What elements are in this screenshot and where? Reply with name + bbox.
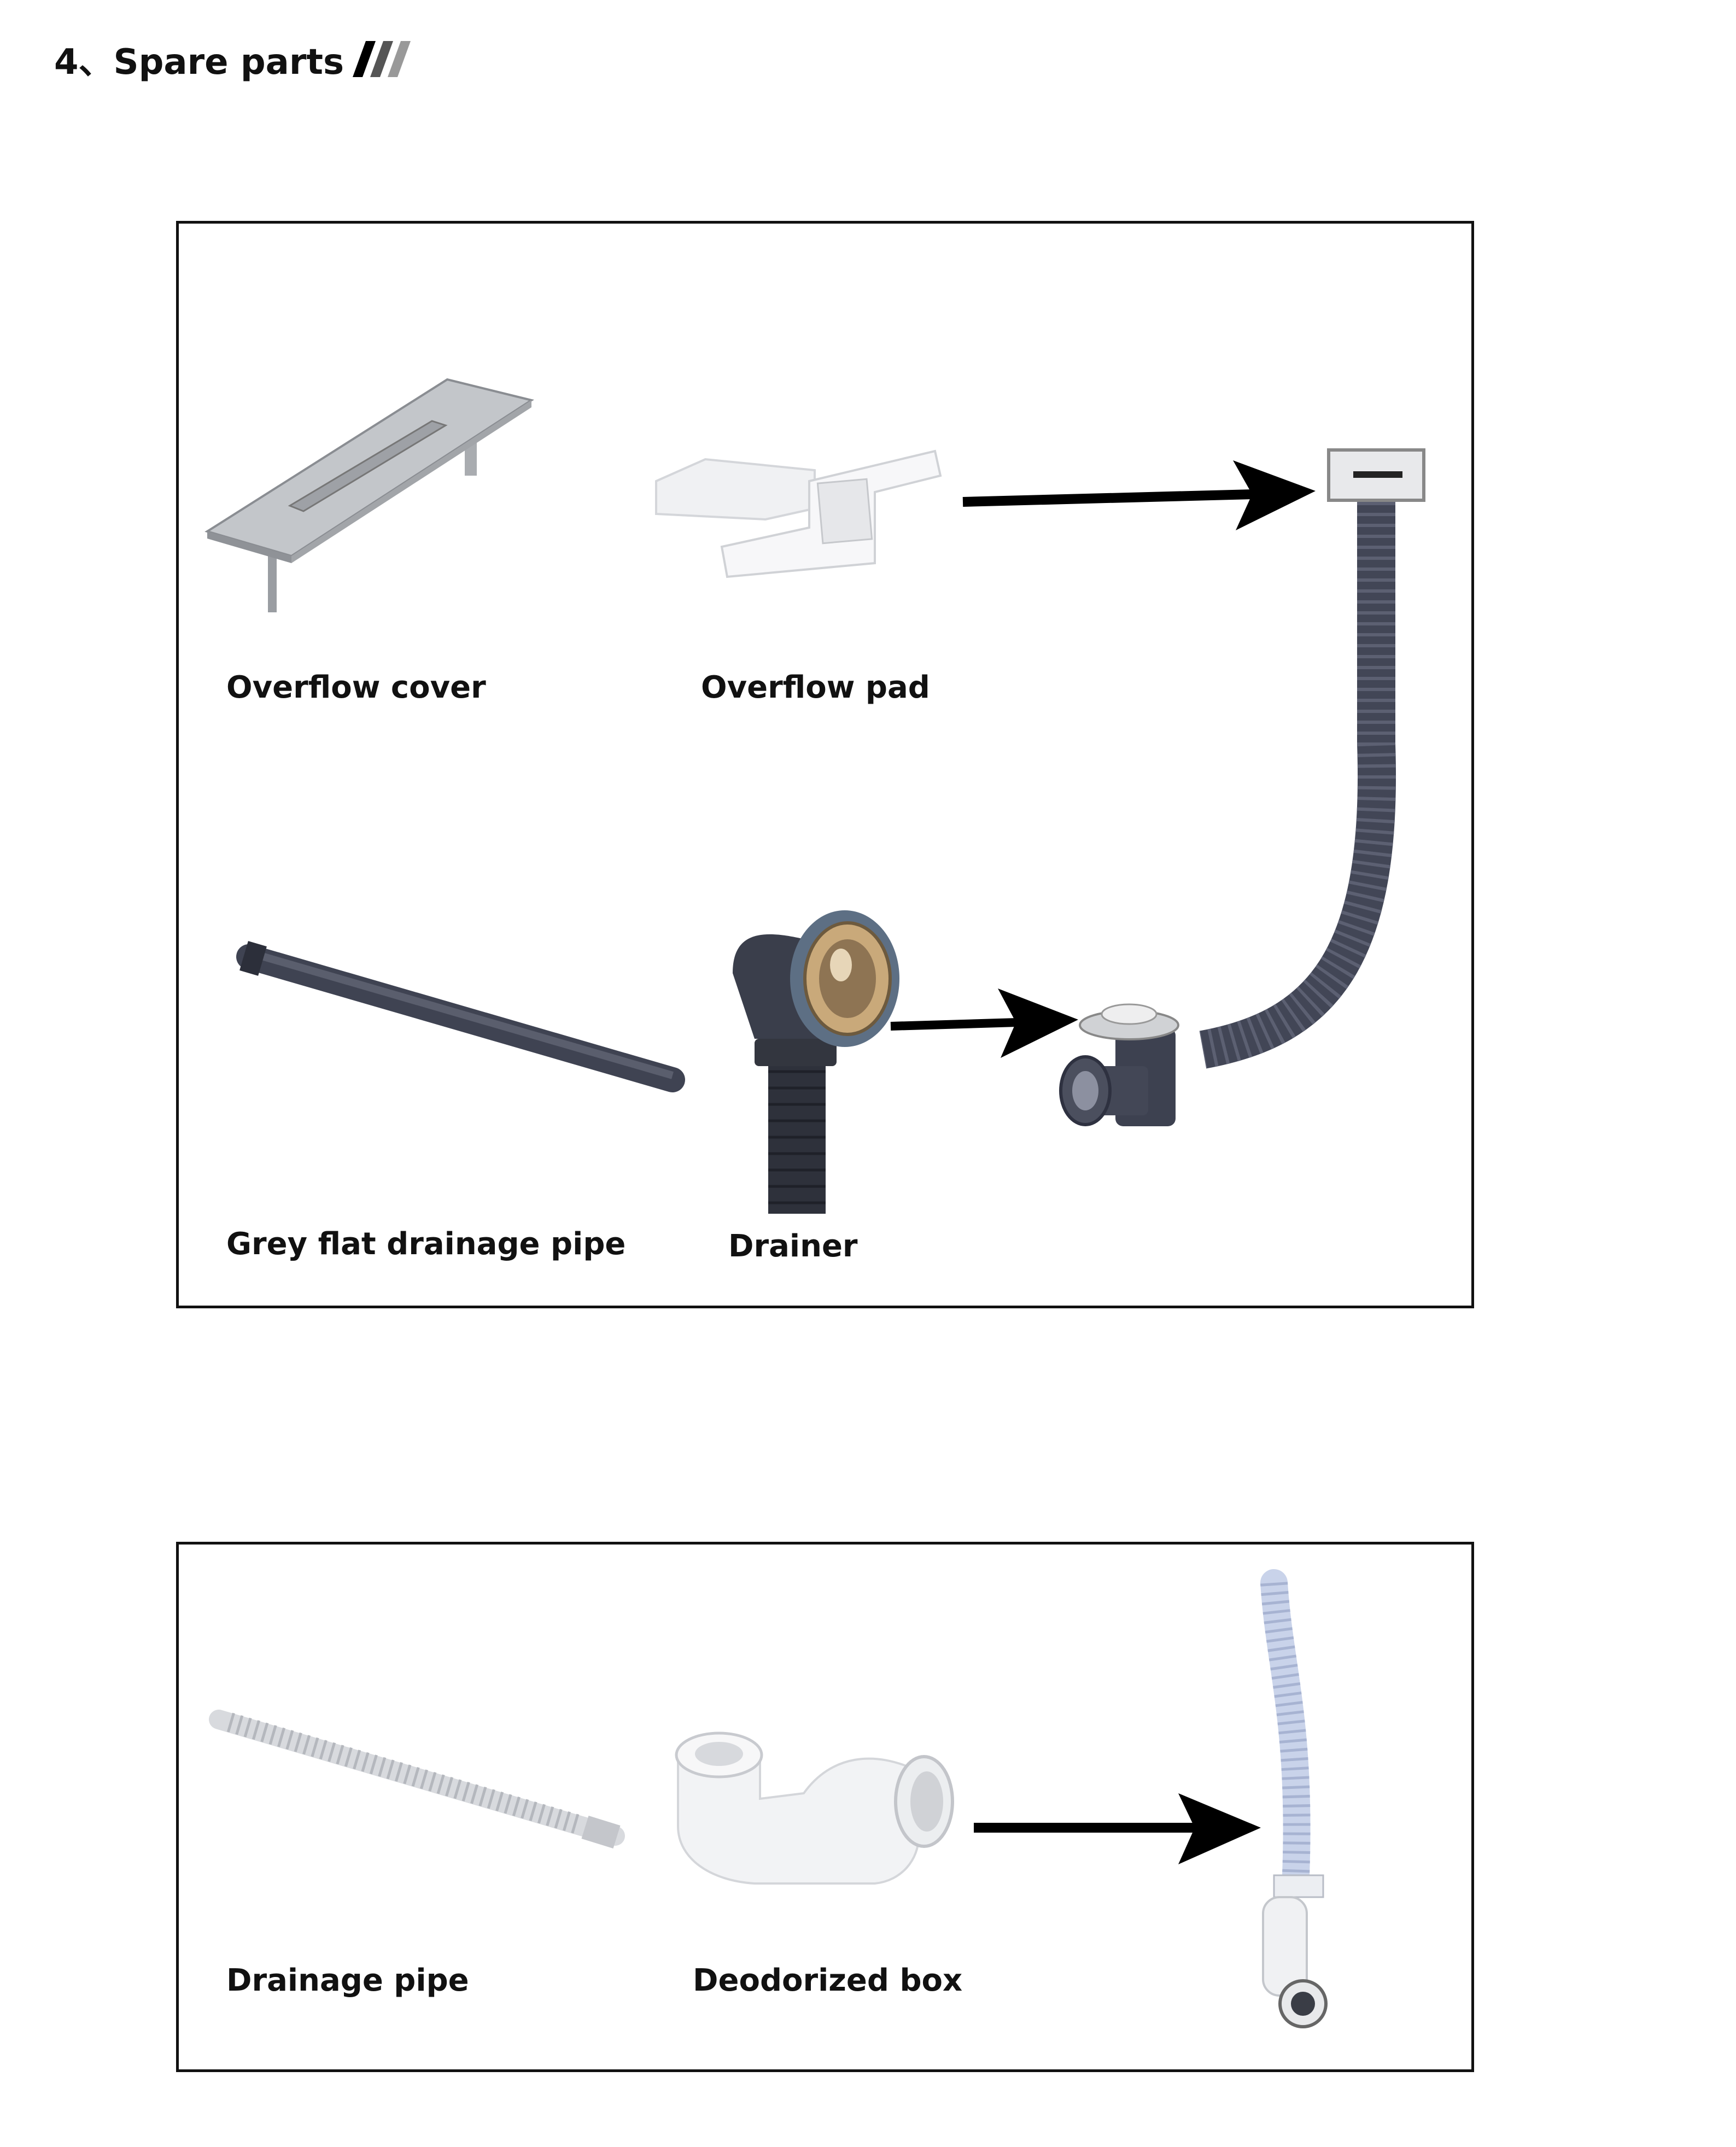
deodorized-box-image: [675, 1731, 954, 1885]
label-drainage-pipe: Drainage pipe: [226, 1963, 469, 1998]
arrow-right-icon: [974, 1793, 1261, 1864]
overflow-drain-assembly-image: [1059, 448, 1425, 1126]
label-grey-flat-drainage-pipe: Grey flat drainage pipe: [226, 1226, 626, 1262]
overflow-pad-image: [655, 449, 942, 578]
label-deodorized-box: Deodorized box: [693, 1963, 963, 1998]
drainage-pipe-image: [209, 1710, 625, 1849]
drainage-assembly-image: [1260, 1569, 1328, 2028]
spare-parts-panel-overflow-drain: [176, 221, 1474, 1308]
label-overflow-cover: Overflow cover: [226, 670, 486, 705]
label-drainer: Drainer: [728, 1228, 858, 1264]
slash-decoration-icon: [353, 41, 411, 77]
grey-flat-drainage-pipe-image: [236, 941, 685, 1092]
arrow-right-icon: [890, 988, 1078, 1058]
spare-parts-panel-drainage: [176, 1542, 1474, 2072]
page-title: 4、Spare parts: [54, 34, 413, 84]
label-overflow-pad: Overflow pad: [701, 670, 930, 705]
page-title-text: 4、Spare parts: [54, 42, 344, 83]
drainer-image: [733, 910, 899, 1214]
arrow-right-icon: [962, 460, 1316, 530]
overflow-cover-image: [204, 378, 534, 612]
